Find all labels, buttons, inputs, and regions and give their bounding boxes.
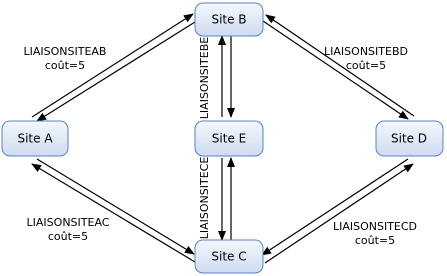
arrow-b-to-d: [262, 20, 409, 120]
link-bd-name: LIAISONSITEBD: [324, 45, 408, 58]
link-bd-cost: coût=5: [346, 59, 386, 72]
node-site-c-label: Site C: [211, 250, 246, 264]
link-cd-cost: coût=5: [355, 234, 395, 247]
link-ce-name: LIAISONSITECE: [198, 157, 211, 240]
node-site-d: Site D: [375, 120, 444, 157]
arrow-b-to-a: [36, 21, 196, 122]
arrow-d-to-c: [261, 158, 409, 256]
node-site-a: Site A: [1, 120, 69, 157]
node-site-e: Site E: [194, 120, 264, 157]
arrow-c-to-a: [31, 163, 196, 263]
arrow-d-to-b: [265, 14, 415, 117]
node-site-d-label: Site D: [391, 132, 427, 146]
node-site-c: Site C: [194, 239, 264, 274]
arrow-c-to-d: [264, 163, 414, 264]
node-site-b: Site B: [194, 2, 264, 37]
link-ab-cost: coût=5: [45, 59, 85, 72]
arrow-a-to-b: [31, 13, 194, 118]
link-ac-cost: coût=5: [48, 230, 88, 243]
link-be-name: LIAISONSITEBE: [198, 37, 211, 119]
link-ab-name: LIAISONSITEAB: [24, 45, 107, 58]
node-site-e-label: Site E: [212, 132, 246, 146]
node-site-b-label: Site B: [211, 13, 246, 27]
arrow-a-to-c: [36, 158, 195, 255]
link-cd-name: LIAISONSITECD: [333, 220, 417, 233]
link-ac-name: LIAISONSITEAC: [27, 216, 110, 229]
node-site-a-label: Site A: [17, 132, 53, 146]
